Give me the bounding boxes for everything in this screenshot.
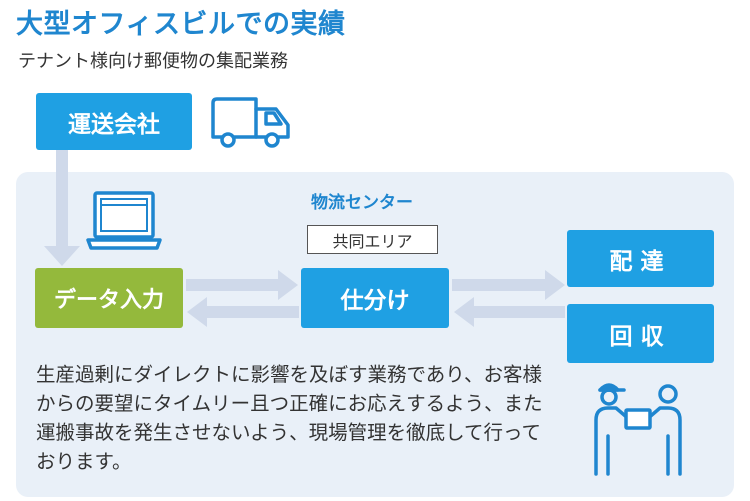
laptop-icon <box>86 191 162 250</box>
carrier-box: 運送会社 <box>36 93 192 150</box>
arrow-sorting-to-data-input <box>187 297 299 327</box>
handover-people-icon <box>594 383 682 476</box>
sorting-box: 仕分け <box>301 268 449 328</box>
logistics-center-label: 物流センター <box>311 193 413 213</box>
arrow-sorting-to-delivery <box>452 270 565 300</box>
page-title: 大型オフィスビルでの実績 <box>16 9 346 40</box>
shared-area-label: 共同エリア <box>307 225 438 254</box>
collection-box: 回収 <box>567 304 714 363</box>
arrow-collection-to-sorting <box>454 297 565 327</box>
page-subtitle: テナント様向け郵便物の集配業務 <box>18 51 288 72</box>
description-text: 生産過剰にダイレクトに影響を及ぼす業務であり、お客様からの要望にタイムリー且つ正… <box>36 363 543 473</box>
data-input-box: データ入力 <box>35 268 183 328</box>
delivery-box: 配達 <box>567 230 714 287</box>
arrow-carrier-to-data-input <box>44 150 80 266</box>
arrow-data-input-to-sorting <box>186 270 298 300</box>
truck-icon <box>211 97 290 148</box>
